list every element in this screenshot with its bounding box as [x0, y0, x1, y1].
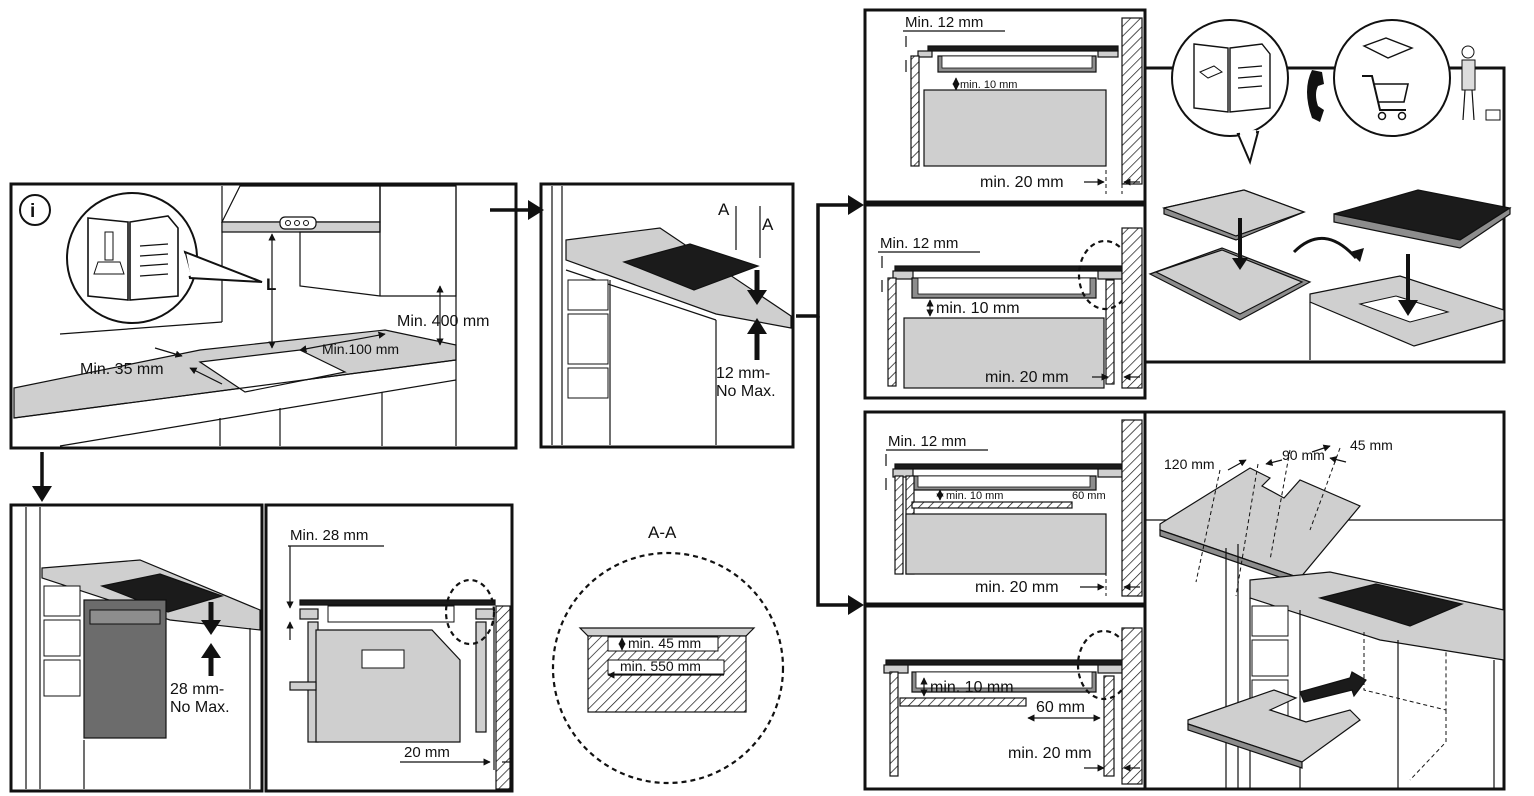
- wall-hatch: [495, 605, 511, 790]
- insert-arrow: [1299, 671, 1367, 703]
- cutout-board: [1159, 467, 1361, 579]
- panel-counter-frame: [539, 182, 795, 449]
- info-icon: [19, 194, 51, 226]
- thickness-line2: No Max.: [716, 383, 776, 400]
- panel-oven-section-frame: [264, 503, 514, 793]
- cutout-bottom-board: [1187, 689, 1361, 763]
- manual-icon: [1171, 19, 1289, 166]
- dim-L-label: L: [266, 275, 276, 294]
- top4-dim-min20: min. 20 mm: [1008, 745, 1092, 762]
- cutout-hob: [1317, 583, 1464, 627]
- dim-20-label: 20 mm: [404, 744, 450, 761]
- panel-kitchen-frame: [9, 182, 518, 450]
- flow-arrows: [32, 195, 864, 615]
- top2-dim-min12: Min. 12 mm: [880, 235, 958, 252]
- dim-min28-label: Min. 28 mm: [290, 527, 368, 544]
- oven-section-body: [315, 629, 461, 743]
- panel-top2-frame: [863, 203, 1147, 400]
- top1-wall: [1121, 17, 1143, 185]
- panel-top-section-4: min. 10 mm 60 mm min. 20 mm: [863, 604, 1147, 791]
- dim-min100-label: Min.100 mm: [322, 341, 399, 357]
- panel-oven-frame: [9, 503, 264, 793]
- panel-top-section-3: Min. 12 mm min. 10 mm 60 mm min. 20 mm: [863, 410, 1147, 606]
- dim-min35-label: Min. 35 mm: [80, 361, 164, 378]
- section-aa-circle: [551, 551, 785, 785]
- section-aa-title: A-A: [648, 523, 677, 542]
- panel-oven-section: Min. 28 mm 20 mm: [264, 503, 514, 793]
- panel-kitchen-overview: L Min. 400 mm Min.100 mm Min. 35 mm i: [9, 182, 518, 450]
- oven-thickness-line2: No Max.: [170, 699, 230, 716]
- top2-wall: [1121, 227, 1143, 389]
- top2-dim-min20: min. 20 mm: [985, 369, 1069, 386]
- panel-top-section-2: Min. 12 mm min. 10 mm min. 20 mm: [863, 203, 1147, 400]
- hob-cutout: [198, 349, 347, 393]
- top4-wall: [1121, 627, 1143, 785]
- top1-dim-min12: Min. 12 mm: [905, 14, 983, 31]
- top3-dim-min12: Min. 12 mm: [888, 433, 966, 450]
- dim-45-label: 45 mm: [1350, 437, 1393, 453]
- dim-min550-label: min. 550 mm: [620, 658, 701, 674]
- panel-install-steps: [1145, 19, 1512, 364]
- top1-dim-min20: min. 20 mm: [980, 174, 1064, 191]
- top3-dim-min10: min. 10 mm: [946, 490, 1003, 502]
- panel-top-section-1: Min. 12 mm min. 10 mm min. 20 mm: [863, 8, 1147, 204]
- thickness-line1: 12 mm-: [716, 365, 770, 382]
- top1-dim-min10: min. 10 mm: [960, 79, 1017, 91]
- top2-dim-min10: min. 10 mm: [936, 300, 1020, 317]
- top3-wall: [1121, 419, 1143, 597]
- dim-120-label: 120 mm: [1164, 456, 1215, 472]
- dim-min45-label: min. 45 mm: [628, 635, 701, 651]
- panel-section-aa: A-A min. 45 mm min. 550 mm: [551, 523, 785, 785]
- panel-top1-frame: [863, 8, 1147, 204]
- manual-hood-icon: [66, 192, 263, 324]
- panel-oven-counter: 28 mm- No Max.: [9, 503, 264, 793]
- oven-thickness-line1: 28 mm-: [170, 681, 224, 698]
- section-hob-plate: [299, 599, 496, 606]
- shopping-cart-icon: [1333, 19, 1451, 137]
- section-a-left: A: [718, 200, 730, 219]
- top3-dim-60: 60 mm: [1072, 490, 1106, 502]
- top3-dim-min20: min. 20 mm: [975, 579, 1059, 596]
- panel-counter-hob: A A 12 mm- No Max.: [539, 182, 795, 449]
- dim-min400-label: Min. 400 mm: [397, 313, 489, 330]
- section-a-right: A: [762, 215, 774, 234]
- panel-corner-cutout: 120 mm 90 mm 45 mm: [1143, 410, 1506, 791]
- hob: [622, 243, 760, 291]
- top4-dim-60: 60 mm: [1036, 699, 1085, 716]
- top4-dim-min10: min. 10 mm: [930, 679, 1014, 696]
- phone-icon: [1307, 70, 1324, 122]
- technician-icon: [1461, 45, 1501, 121]
- svg-text:i: i: [30, 201, 35, 222]
